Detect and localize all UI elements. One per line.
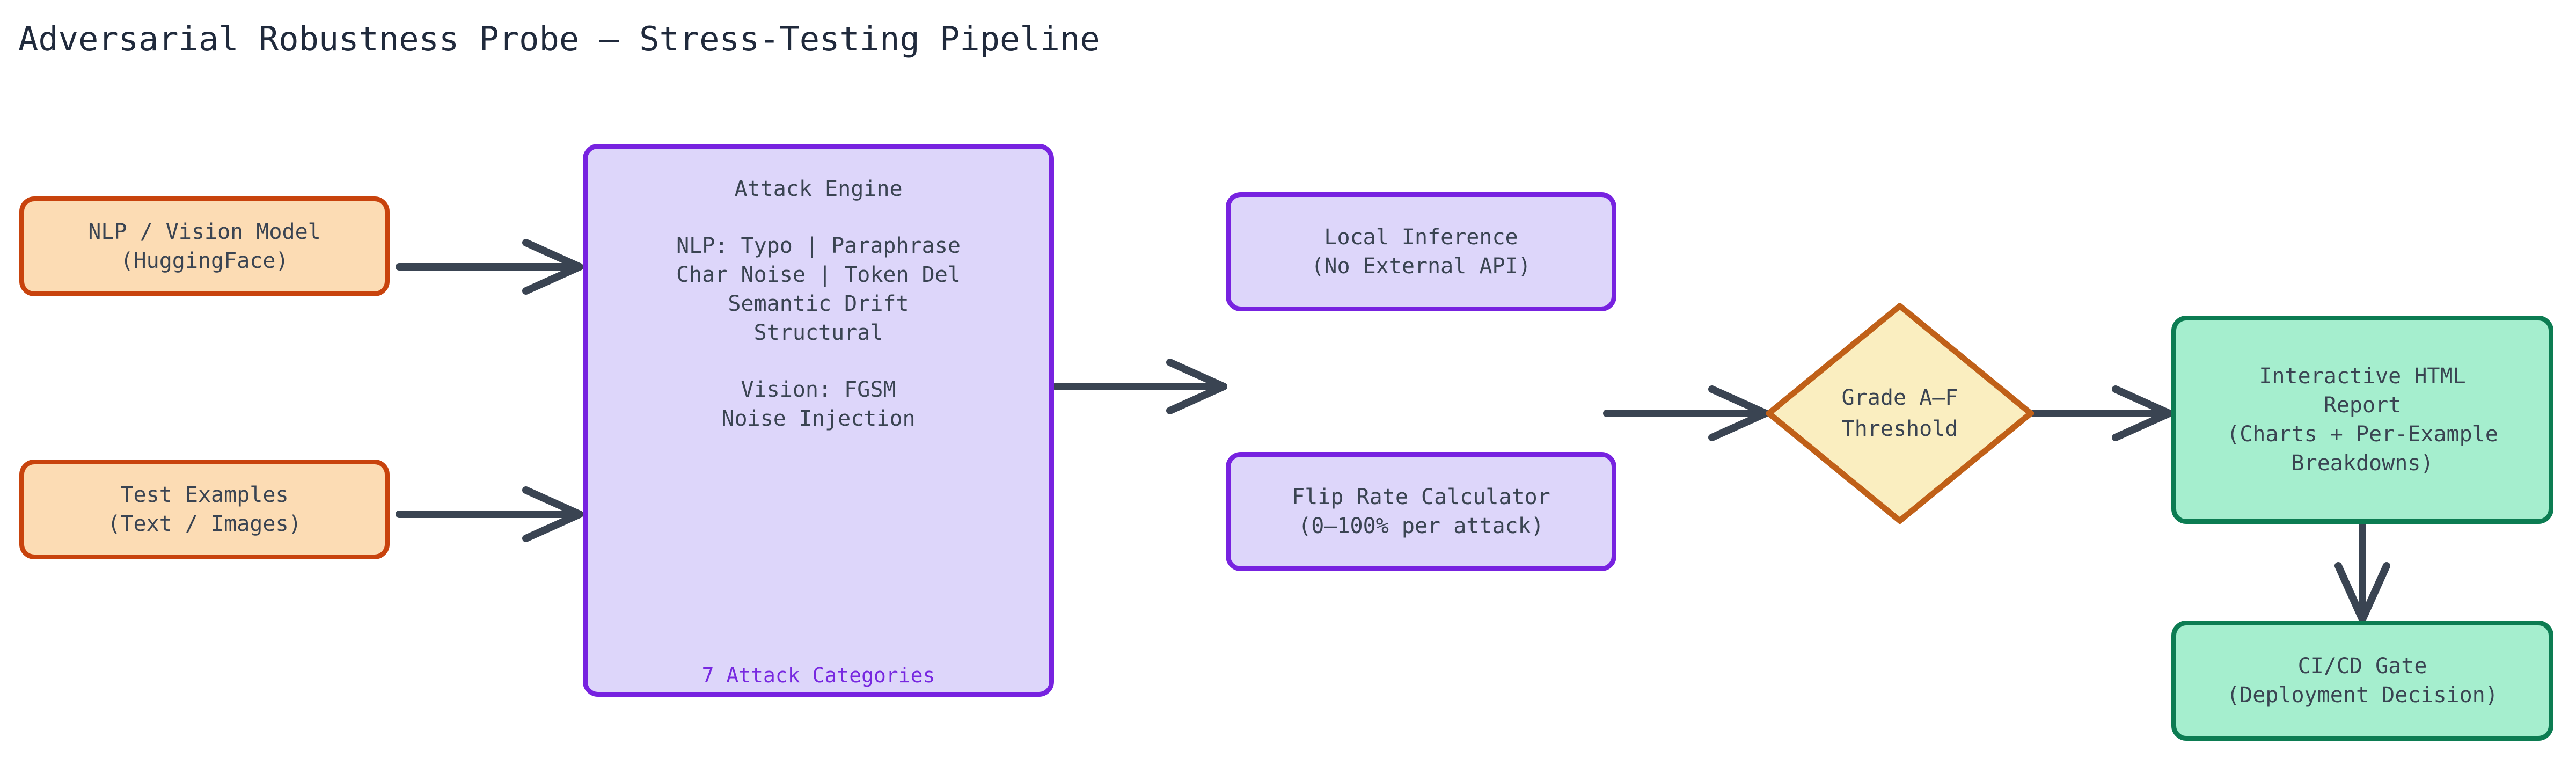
node-interactive-html-report[interactable]: Interactive HTML Report (Charts + Per-Ex…: [2171, 316, 2553, 524]
node-label-line: (No External API): [1311, 254, 1531, 279]
node-label-line: Noise Injection: [721, 406, 916, 431]
node-label-line: (Charts + Per-Example: [2227, 422, 2498, 447]
node-label-line: Flip Rate Calculator: [1292, 485, 1550, 509]
node-grade-threshold-decision[interactable]: Grade A–F Threshold: [1766, 303, 2034, 524]
decision-label: Grade A–F Threshold: [1766, 303, 2034, 524]
node-label-line: Structural: [753, 320, 883, 345]
node-label-line: (HuggingFace): [120, 249, 289, 273]
edge-model-to-attack-engine: [396, 239, 583, 295]
node-test-examples[interactable]: Test Examples (Text / Images): [19, 460, 390, 559]
node-label-line: Test Examples: [120, 483, 289, 507]
edge-attack-engine-to-metrics: [1052, 359, 1227, 414]
node-label-line: (0–100% per attack): [1298, 514, 1544, 538]
node-label-line: Report: [2323, 393, 2402, 418]
attack-categories-caption: 7 Attack Categories: [701, 663, 935, 687]
node-label-line: Char Noise | Token Del: [676, 262, 961, 287]
page-title: Adversarial Robustness Probe — Stress-Te…: [18, 19, 1100, 59]
node-label-line: Breakdowns): [2291, 451, 2434, 476]
edge-examples-to-attack-engine: [396, 486, 583, 542]
edge-decision-to-report: [2030, 385, 2173, 441]
node-label-line: Semantic Drift: [728, 291, 909, 316]
node-label-line: (Deployment Decision): [2227, 683, 2498, 708]
node-label-line: NLP / Vision Model: [88, 220, 321, 244]
node-flip-rate-calculator[interactable]: Flip Rate Calculator (0–100% per attack): [1226, 452, 1616, 571]
node-label-line: Local Inference: [1324, 225, 1518, 250]
node-label-line: Threshold: [1841, 417, 1958, 441]
node-nlp-vision-model[interactable]: NLP / Vision Model (HuggingFace): [19, 196, 390, 296]
node-local-inference[interactable]: Local Inference (No External API): [1226, 192, 1616, 311]
node-attack-engine[interactable]: Attack Engine NLP: Typo | Paraphrase Cha…: [583, 144, 1054, 697]
edge-metrics-to-decision: [1603, 385, 1769, 441]
node-label-line: (Text / Images): [107, 512, 302, 536]
node-label-line: NLP: Typo | Paraphrase: [676, 234, 961, 258]
node-label-line: CI/CD Gate: [2297, 654, 2427, 679]
diamond-shape: [1766, 303, 2034, 524]
node-label-line: Vision: FGSM: [741, 377, 896, 402]
node-cicd-gate[interactable]: CI/CD Gate (Deployment Decision): [2171, 621, 2553, 741]
node-label-line: Interactive HTML: [2259, 364, 2466, 389]
node-label-heading: Attack Engine: [734, 177, 903, 201]
edge-report-to-cicd: [2334, 521, 2390, 623]
node-label-line: Grade A–F: [1841, 385, 1958, 410]
